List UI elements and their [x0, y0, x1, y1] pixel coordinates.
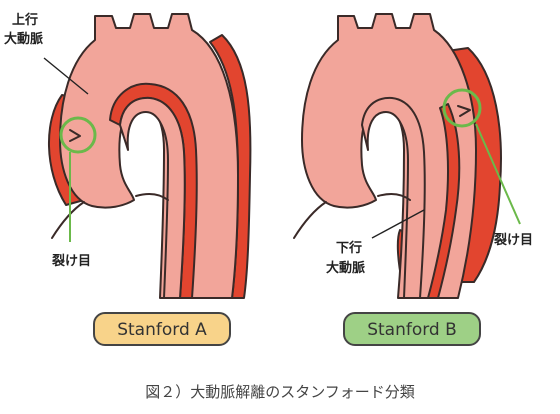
stanford-b-badge — [343, 312, 481, 346]
stanford-a-ascending-label-1: 上行 — [12, 12, 38, 28]
stanford-a-dissection-outer — [209, 34, 252, 299]
stanford-a-coronary-branch — [51, 201, 85, 239]
stanford-b-flap — [427, 103, 461, 299]
stanford-b-lower-branch — [377, 192, 411, 201]
stanford-b-inner-arch — [361, 96, 426, 299]
stanford-b-tear-circle — [442, 88, 482, 128]
stanford-a-badge-label: Stanford A — [117, 320, 207, 340]
stanford-a-inner-lumen — [119, 96, 186, 299]
stanford-a-tear-mark — [69, 129, 81, 142]
stanford-b-coronary-branch — [293, 201, 327, 239]
stanford-b-badge-label: Stanford B — [367, 320, 457, 340]
stanford-a-tear-label: 裂け目 — [51, 253, 91, 269]
stanford-b-descending-label-1: 下行 — [336, 240, 362, 256]
stanford-b-tear-label: 裂け目 — [493, 232, 533, 248]
stanford-a-tear-circle — [59, 116, 97, 154]
stanford-a-badge — [93, 312, 231, 346]
stanford-b-tear-mark — [457, 105, 471, 117]
stanford-b-tear-leader — [475, 123, 521, 225]
stanford-a-lower-branch — [135, 192, 169, 201]
stanford-a-diagram: 上行 大動脈 裂け目 Stanford A — [4, 12, 252, 346]
stanford-b-descending-leader — [371, 209, 425, 239]
figure-caption: 図２）大動脈解離のスタンフォード分類 — [145, 383, 415, 401]
stanford-b-diagram: 裂け目 下行 大動脈 Stanford B — [293, 13, 533, 346]
stanford-a-ascending-leader — [43, 57, 89, 95]
stanford-a-ascending-label-2: 大動脈 — [4, 31, 43, 47]
stanford-b-descending-label-2: 大動脈 — [326, 260, 365, 276]
